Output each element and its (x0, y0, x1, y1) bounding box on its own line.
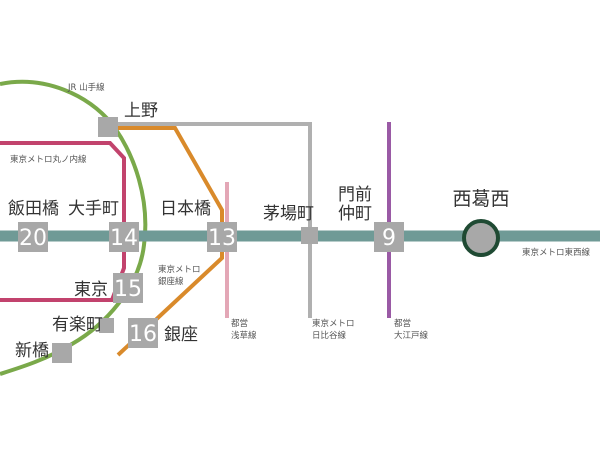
yurakucho-box (99, 318, 114, 333)
oedo-label-1: 都営 (394, 318, 411, 329)
ueno-label: 上野 (124, 101, 158, 121)
tokyo-time: 15 (114, 277, 142, 302)
kayabacho-box (301, 227, 318, 244)
ginza-line-label-2: 銀座線 (158, 276, 184, 287)
otemachi-label: 大手町 (68, 199, 119, 219)
nihonbashi-label: 日本橋 (160, 199, 211, 219)
hibiya-label-2: 日比谷線 (312, 330, 347, 341)
ginza-line-label-1: 東京メトロ (158, 264, 201, 275)
ginza-box (128, 318, 158, 348)
shinbashi-label: 新橋 (15, 341, 49, 361)
tokyo-label: 東京 (74, 280, 108, 300)
nishikasai-marker (462, 219, 500, 257)
monzennakacho-label-1: 門前 (338, 185, 372, 205)
ginza-line (108, 126, 224, 357)
kayabacho-label: 茅場町 (263, 204, 314, 224)
ginza-time: 16 (129, 322, 157, 347)
monzennakacho-label-2: 仲町 (338, 204, 372, 224)
nihonbashi-time: 13 (208, 226, 236, 251)
yamanote-label: JR 山手線 (67, 82, 105, 93)
asakusa-label-1: 都営 (231, 318, 248, 329)
monzennakacho-time: 9 (382, 226, 396, 251)
hibiya-label-1: 東京メトロ (312, 318, 355, 329)
ueno-box (98, 117, 118, 137)
otemachi-box (109, 222, 139, 252)
nishikasai-label: 西葛西 (452, 188, 509, 210)
iidabashi-label: 飯田橋 (8, 199, 59, 219)
yurakucho-label: 有楽町 (52, 315, 103, 335)
oedo-label-2: 大江戸線 (394, 330, 429, 341)
otemachi-time: 14 (110, 226, 138, 251)
tozai-label: 東京メトロ東西線 (522, 247, 591, 258)
shinbashi-box (52, 343, 72, 363)
marunouchi-line (0, 141, 126, 302)
iidabashi-box (18, 222, 48, 252)
marunouchi-label: 東京メトロ丸ノ内線 (10, 154, 87, 165)
tokyo-box (113, 273, 143, 303)
monzennakacho-box (374, 222, 404, 252)
iidabashi-time: 20 (19, 226, 47, 251)
ginza-label: 銀座 (164, 325, 198, 345)
hibiya-line (108, 122, 312, 318)
nihonbashi-box (207, 222, 237, 252)
asakusa-label-2: 浅草線 (231, 330, 257, 341)
